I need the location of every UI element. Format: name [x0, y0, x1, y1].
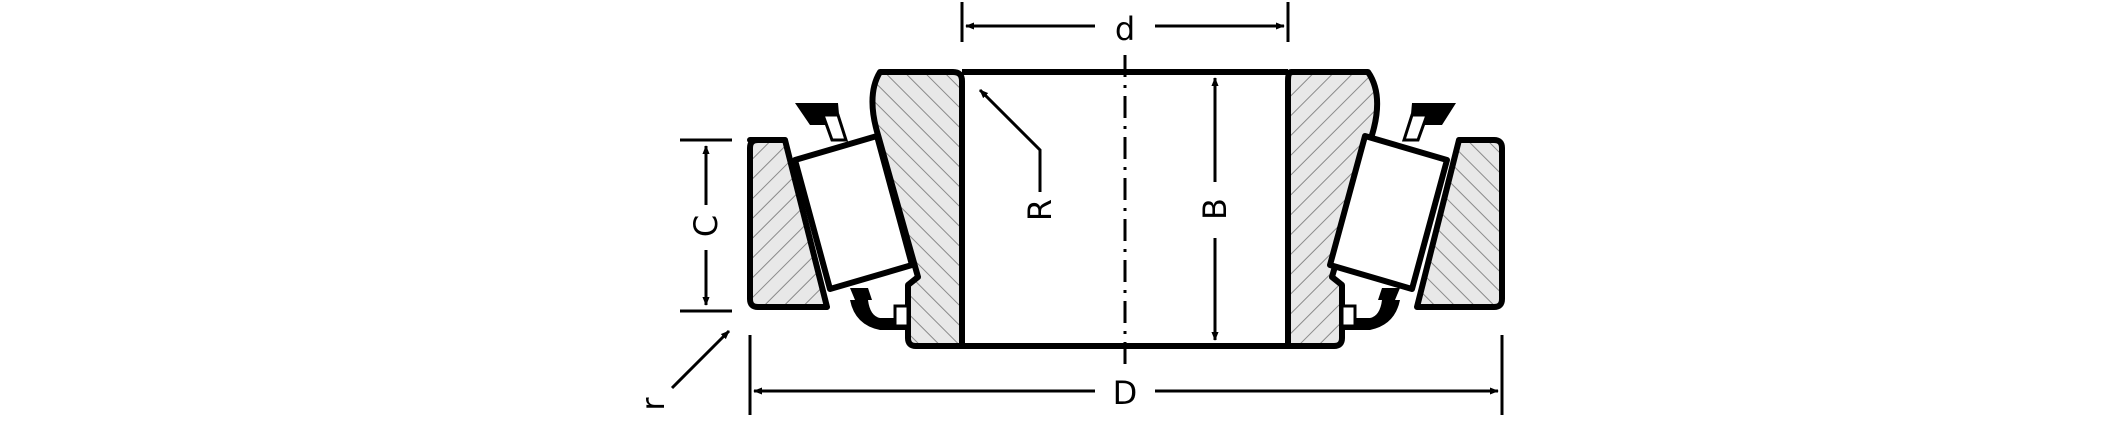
inner-ring-left: [869, 69, 965, 349]
roller-right: [1327, 133, 1450, 292]
outer-ring-right: [1414, 137, 1505, 310]
cage-left: [795, 103, 910, 330]
outer-ring-left: [747, 137, 830, 310]
dimension-B: B: [1196, 77, 1234, 341]
label-B: B: [1196, 198, 1234, 220]
label-R: R: [1021, 199, 1059, 221]
label-d: d: [1115, 10, 1135, 48]
inner-ring-right: [1285, 69, 1381, 349]
roller-left: [792, 133, 915, 292]
leader-R: R: [978, 88, 1059, 221]
label-C: C: [687, 215, 725, 237]
label-D: D: [1113, 374, 1138, 412]
dimension-D: D: [748, 335, 1504, 415]
dimension-C: C: [680, 138, 732, 313]
label-r: r: [634, 397, 672, 411]
dimension-d: d: [960, 2, 1290, 48]
leader-r: r: [634, 329, 731, 411]
cage-right: [1340, 103, 1456, 330]
